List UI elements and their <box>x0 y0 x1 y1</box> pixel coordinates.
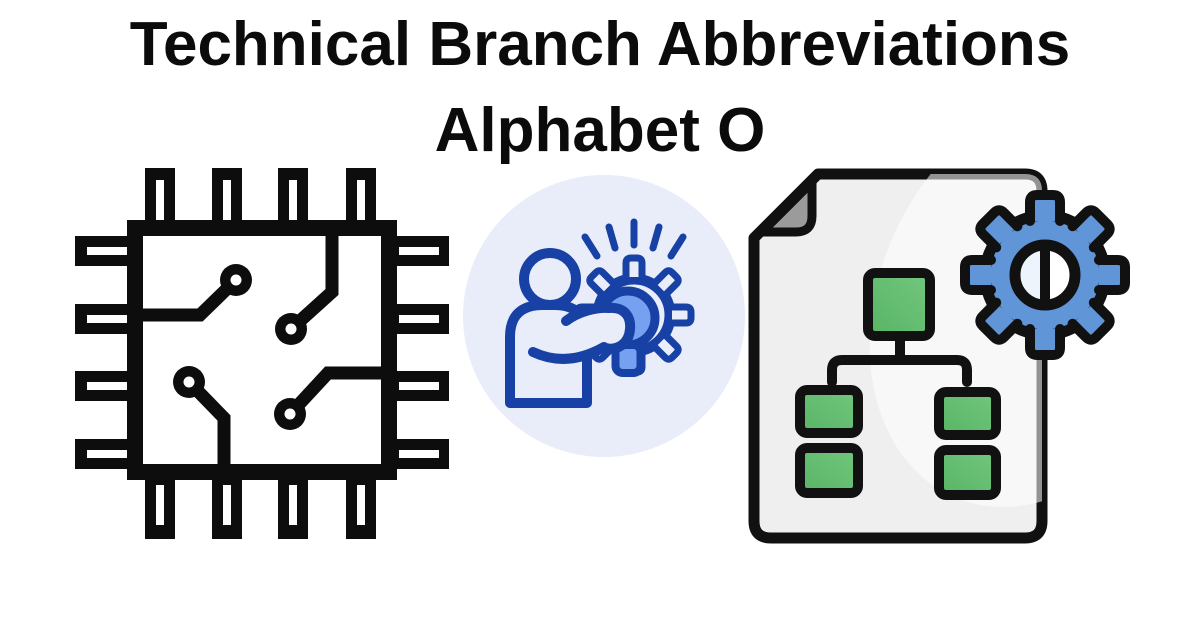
flowchart <box>795 268 1001 500</box>
chip-circuit-nodes <box>173 264 307 430</box>
idea-rays <box>581 218 687 260</box>
idea-badge-circle <box>463 175 745 457</box>
title-line-2: Alphabet O <box>434 96 766 165</box>
chip-circuit-traces <box>138 233 386 470</box>
gear-icon <box>965 195 1125 355</box>
chip-icon <box>75 168 449 539</box>
page-title: Technical Branch Abbreviations Alphabet … <box>12 2 1188 174</box>
person-figure <box>505 248 636 408</box>
document-fold-corner <box>757 177 817 237</box>
title-line-1: Technical Branch Abbreviations <box>129 10 1071 79</box>
chip-body <box>127 220 397 480</box>
idea-icon <box>505 218 745 408</box>
chip-pins <box>75 168 449 539</box>
document-icon <box>748 168 1140 544</box>
